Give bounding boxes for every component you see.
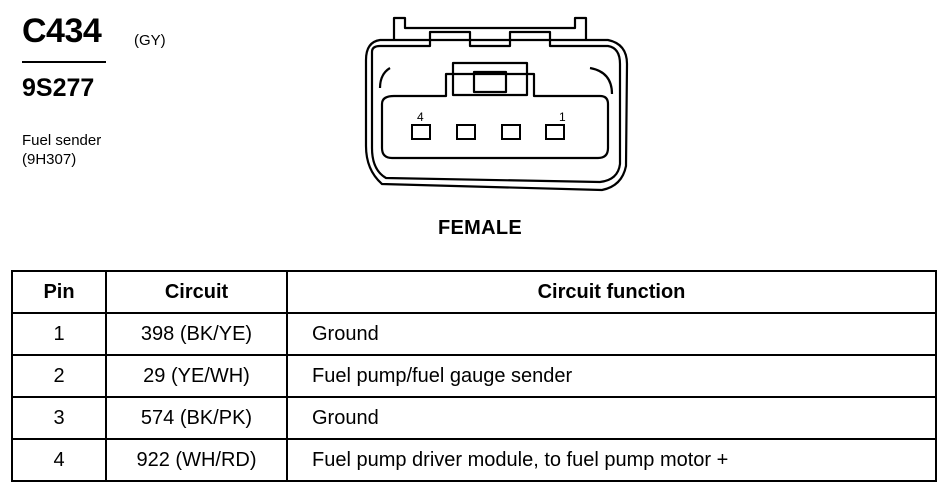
connector-description: Fuel sender (9H307) xyxy=(22,131,101,169)
cell-circuit: 398 (BK/YE) xyxy=(105,312,288,356)
table-row: 1 398 (BK/YE) Ground xyxy=(11,312,937,356)
cell-circuit: 574 (BK/PK) xyxy=(105,396,288,440)
cell-function: Fuel pump driver module, to fuel pump mo… xyxy=(286,438,937,482)
connector-face-diagram: 4 1 xyxy=(364,16,629,192)
pin-cavity-4 xyxy=(411,124,431,140)
connector-outer-shell xyxy=(370,30,622,184)
connector-key-inner xyxy=(472,70,508,94)
cell-pin: 3 xyxy=(11,396,107,440)
header-circuit: Circuit xyxy=(105,270,288,314)
cell-function: Ground xyxy=(286,312,937,356)
cell-pin: 4 xyxy=(11,438,107,482)
table-row: 4 922 (WH/RD) Fuel pump driver module, t… xyxy=(11,438,937,482)
connector-latch xyxy=(364,16,629,192)
description-line-2: (9H307) xyxy=(22,151,77,168)
cell-function: Fuel pump/fuel gauge sender xyxy=(286,354,937,398)
pin-label-left: 4 xyxy=(417,110,424,124)
cell-pin: 1 xyxy=(11,312,107,356)
table-header-row: Pin Circuit Circuit function xyxy=(11,270,937,314)
pin-cavity-3 xyxy=(456,124,476,140)
description-line-1: Fuel sender xyxy=(22,132,102,149)
connector-view-label: FEMALE xyxy=(438,217,523,239)
cell-circuit: 29 (YE/WH) xyxy=(105,354,288,398)
part-number: 9S277 xyxy=(22,74,95,102)
title-divider xyxy=(22,61,106,63)
connector-key xyxy=(451,61,529,97)
pin-cavity-1 xyxy=(545,124,565,140)
table-row: 3 574 (BK/PK) Ground xyxy=(11,396,937,440)
pin-cavity-2 xyxy=(501,124,521,140)
pin-label-right: 1 xyxy=(559,110,566,124)
connector-color-code: (GY) xyxy=(134,32,166,49)
pin-table: Pin Circuit Circuit function 1 398 (BK/Y… xyxy=(11,270,937,482)
cell-function: Ground xyxy=(286,396,937,440)
header-circuit-function: Circuit function xyxy=(286,270,937,314)
table-row: 2 29 (YE/WH) Fuel pump/fuel gauge sender xyxy=(11,354,937,398)
cell-pin: 2 xyxy=(11,354,107,398)
connector-id: C434 xyxy=(22,12,102,50)
header-pin: Pin xyxy=(11,270,107,314)
connector-inner-face xyxy=(380,72,610,160)
cell-circuit: 922 (WH/RD) xyxy=(105,438,288,482)
